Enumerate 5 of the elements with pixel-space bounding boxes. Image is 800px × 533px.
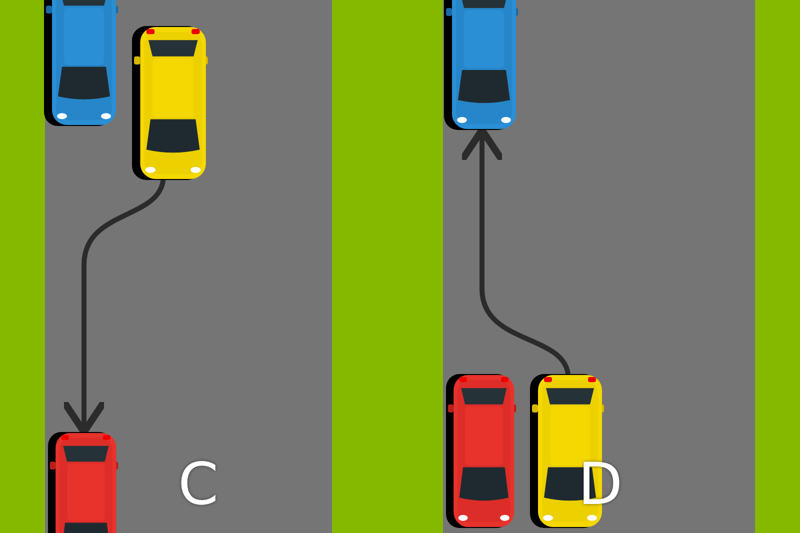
- panel-letter: C: [178, 455, 218, 513]
- car-drawing: [446, 374, 518, 528]
- car-drawing: [44, 0, 120, 126]
- car-drawing: [132, 26, 210, 180]
- car-drawing: [444, 0, 520, 130]
